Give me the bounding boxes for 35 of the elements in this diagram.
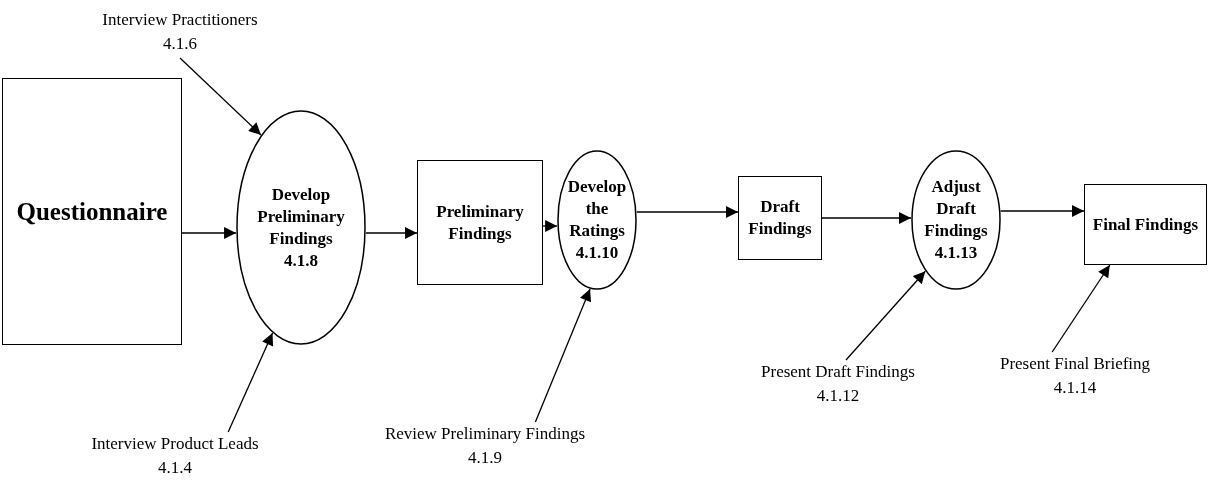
step-label: Interview Product Leads xyxy=(91,433,259,455)
process-box xyxy=(2,78,182,345)
arrow xyxy=(181,227,237,239)
arrow xyxy=(821,212,912,224)
step-label: Present Draft Findings xyxy=(761,361,915,383)
step-label: 4.1.12 xyxy=(816,385,860,407)
arrow xyxy=(845,270,926,361)
arrow xyxy=(636,206,739,218)
node-label: Draft Findings xyxy=(747,196,813,240)
step-label: 4.1.9 xyxy=(468,447,502,469)
arrow xyxy=(542,220,558,232)
node-label: Questionnaire xyxy=(16,196,168,227)
arrow xyxy=(1000,205,1085,217)
arrow xyxy=(179,57,262,136)
node-label: Develop Preliminary Findings xyxy=(256,183,346,250)
node-label: 4.1.10 xyxy=(575,242,619,264)
arrow xyxy=(534,288,592,423)
process-box xyxy=(1084,184,1207,265)
node-label: Final Findings xyxy=(1092,213,1199,236)
node-label: Develop the Ratings xyxy=(566,176,628,242)
step-label: Review Preliminary Findings xyxy=(384,423,586,445)
arrow xyxy=(227,332,274,433)
node-label: 4.1.13 xyxy=(934,242,978,264)
step-label: 4.1.6 xyxy=(163,33,197,55)
step-label: 4.1.14 xyxy=(1053,377,1097,399)
arrow xyxy=(1051,264,1111,353)
node-label: Preliminary Findings xyxy=(435,200,525,245)
step-label: 4.1.4 xyxy=(158,457,192,479)
step-label: Present Final Briefing xyxy=(999,353,1151,375)
arrow xyxy=(365,227,418,239)
process-box xyxy=(738,176,822,260)
node-label: 4.1.8 xyxy=(284,249,318,272)
process-box xyxy=(417,160,543,285)
node-label: Adjust Draft Findings xyxy=(923,176,989,242)
step-label: Interview Practitioners xyxy=(102,9,258,31)
